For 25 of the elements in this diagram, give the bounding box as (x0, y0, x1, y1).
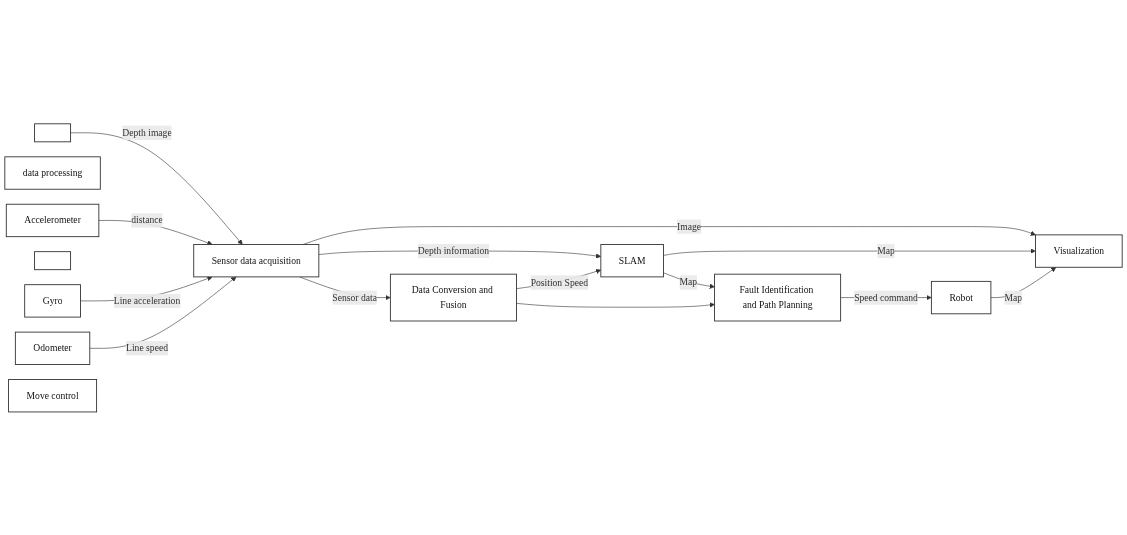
node-box (34, 250, 72, 270)
node-box: data processing (4, 156, 101, 190)
node-box: Fault Identification and Path Planning (714, 273, 842, 322)
node-box: Visualization (1035, 234, 1123, 268)
node-box: Data Conversion and Fusion (389, 273, 517, 322)
edge-label: Map (1004, 291, 1023, 303)
edge-label: Position Speed (530, 276, 589, 287)
node-box: Accelerometer (5, 203, 100, 237)
edge-label: Depth image (122, 127, 172, 138)
edge-label: Line speed (126, 342, 168, 353)
edge-label: Map (679, 276, 698, 287)
node-box (34, 123, 72, 142)
edge-label: distance (131, 214, 163, 225)
edge-label: Depth information (417, 245, 490, 256)
node-box: SLAM (600, 243, 664, 277)
edge-label: Map (877, 245, 895, 256)
edge-label: Line acceleration (113, 295, 181, 306)
edge-label: Speed command (854, 291, 918, 303)
node-box: Odometer (14, 331, 91, 365)
node-box: Move control (8, 378, 98, 412)
node-box: Gyro (24, 283, 81, 318)
node-box: Sensor data acquisition (193, 243, 320, 277)
node-box: Robot (930, 280, 992, 314)
edge-label: Image (677, 220, 702, 232)
edge-label: Sensor data (332, 291, 377, 303)
